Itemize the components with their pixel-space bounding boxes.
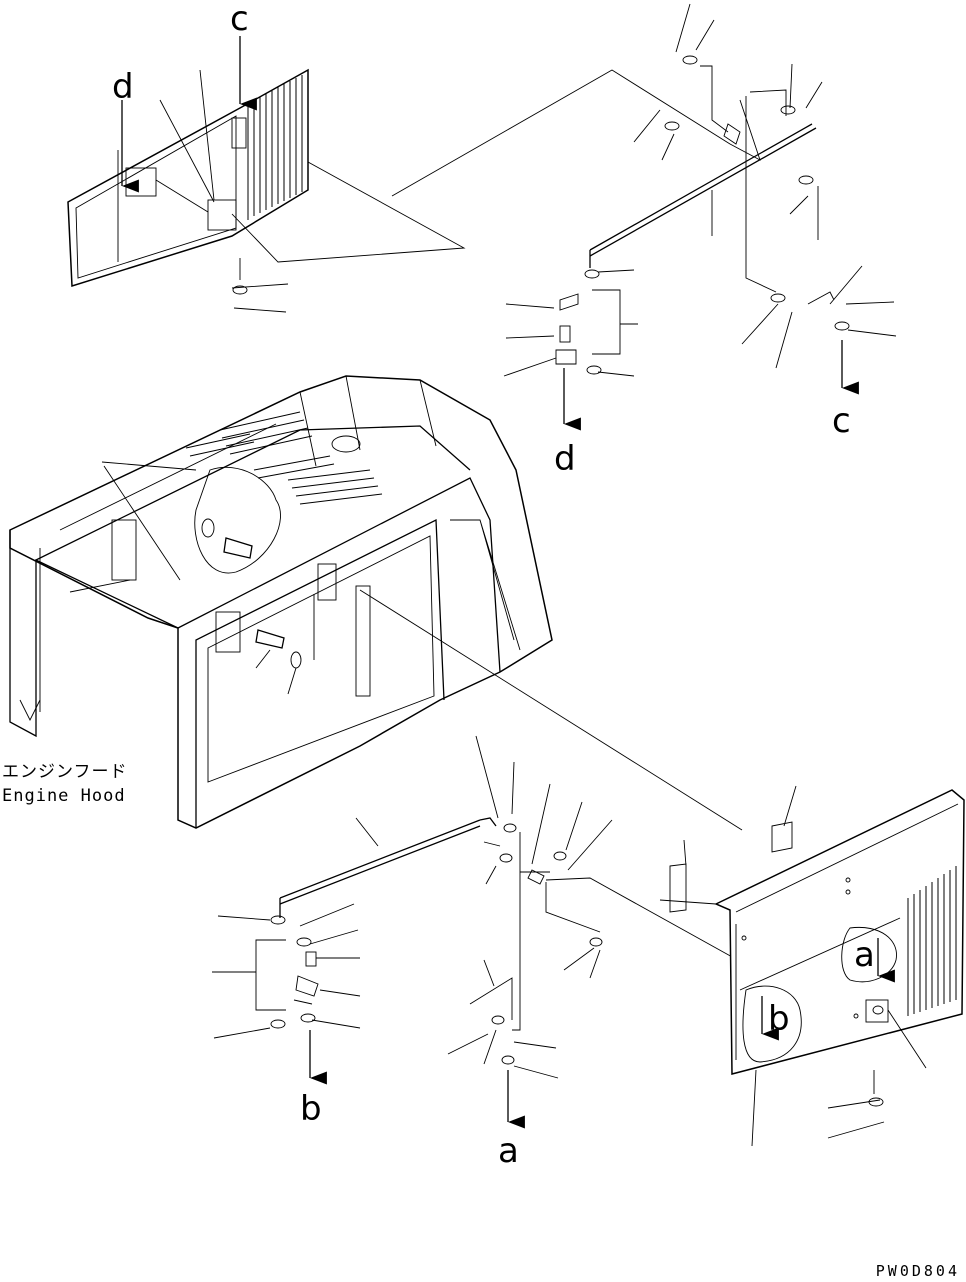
callout-a-door: a xyxy=(854,935,875,975)
right-side-door xyxy=(659,785,965,1147)
caption-english: Engine Hood xyxy=(2,786,126,806)
engine-hood-body xyxy=(9,375,743,831)
callout-a-bottom: a xyxy=(498,1131,519,1171)
callout-d-top: d xyxy=(112,67,134,107)
callout-c-top: c xyxy=(230,0,249,39)
caption-japanese: エンジンフード xyxy=(2,762,128,782)
callout-c-right: c xyxy=(832,401,851,441)
callout-d-mid: d xyxy=(554,439,576,479)
callout-b-bottom: b xyxy=(300,1089,322,1129)
front-rod-assembly xyxy=(212,735,735,1129)
left-door-grille xyxy=(247,75,303,220)
right-door-grille xyxy=(907,866,957,1016)
left-side-door xyxy=(67,36,466,313)
rear-rod-assembly xyxy=(391,3,897,431)
callout-b-door: b xyxy=(768,999,790,1039)
drawing-code: PW0D804 xyxy=(875,1262,960,1280)
engine-hood-roof-vents xyxy=(185,411,383,505)
